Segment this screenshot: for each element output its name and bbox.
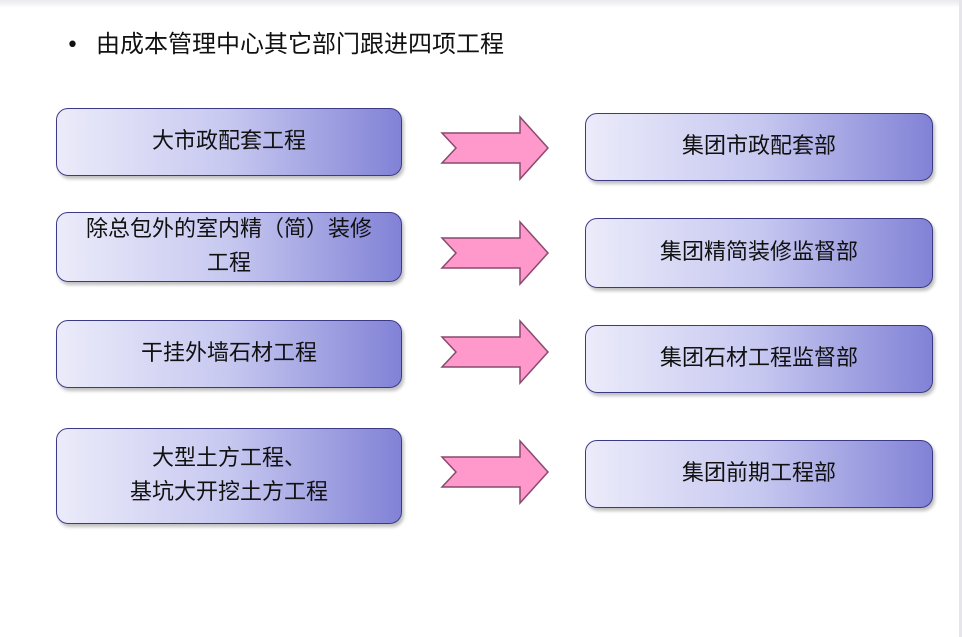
source-label-2a: 除总包外的室内精（简）装修 [85,217,372,242]
source-box-4: 大型土方工程、 基坑大开挖土方工程 [56,428,402,524]
right-arrow-icon [440,220,550,286]
target-label-1: 集团市政配套部 [681,134,836,159]
heading-text: 由成本管理中心其它部门跟进四项工程 [96,30,504,58]
right-edge [959,0,962,637]
right-arrow-icon [440,115,550,181]
target-label-4: 集团前期工程部 [681,461,836,486]
source-box-2: 除总包外的室内精（简）装修 工程 [56,212,402,282]
source-box-3: 干挂外墙石材工程 [56,320,402,388]
source-label-3: 干挂外墙石材工程 [140,341,317,366]
target-box-1: 集团市政配套部 [585,113,933,181]
bullet-icon: • [66,33,79,58]
target-label-2: 集团精简装修监督部 [659,240,858,265]
target-box-2: 集团精简装修监督部 [585,218,933,288]
target-box-3: 集团石材工程监督部 [585,325,933,393]
source-box-1: 大市政配套工程 [56,108,402,176]
right-arrow-icon [440,439,550,505]
target-box-4: 集团前期工程部 [585,440,933,508]
source-label-2b: 工程 [206,251,251,276]
top-band [0,0,962,8]
source-label-4a: 大型土方工程、 [151,446,306,471]
source-label-4b: 基坑大开挖土方工程 [129,480,328,505]
target-label-3: 集团石材工程监督部 [659,346,858,371]
right-arrow-icon [440,319,550,385]
source-label-1: 大市政配套工程 [151,129,306,154]
heading: • 由成本管理中心其它部门跟进四项工程 [66,24,504,59]
